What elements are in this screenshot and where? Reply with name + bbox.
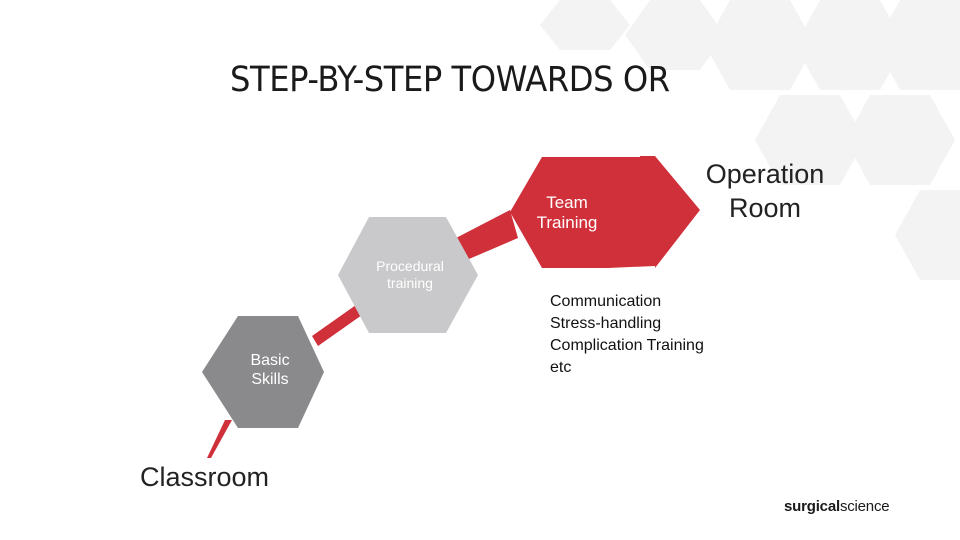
detail-item: Complication Training xyxy=(550,337,704,354)
surgical-science-logo: surgicalscience xyxy=(784,498,890,515)
detail-item: Stress-handling xyxy=(550,315,662,332)
procedural-training-hexagon xyxy=(338,217,478,333)
basic-skills-label: Basic Skills xyxy=(250,352,290,389)
classroom-label: Classroom xyxy=(140,462,270,492)
detail-item: Communication xyxy=(550,293,662,310)
team-training-label: Team Training xyxy=(536,193,598,233)
team-training-details: Communication Stress-handling Complicati… xyxy=(550,291,704,379)
connector-procedural-team xyxy=(456,210,518,262)
operation-room-label: Operation Room xyxy=(705,159,825,223)
basic-skills-hexagon xyxy=(202,316,324,428)
detail-item: etc xyxy=(550,359,572,376)
page-title: STEP-BY-STEP TOWARDS OR xyxy=(230,60,670,100)
connector-classroom-basic xyxy=(207,420,232,458)
procedural-training-label: Procedural training xyxy=(376,258,444,291)
connector-basic-procedural xyxy=(312,305,362,346)
team-training-arrow xyxy=(510,156,700,268)
